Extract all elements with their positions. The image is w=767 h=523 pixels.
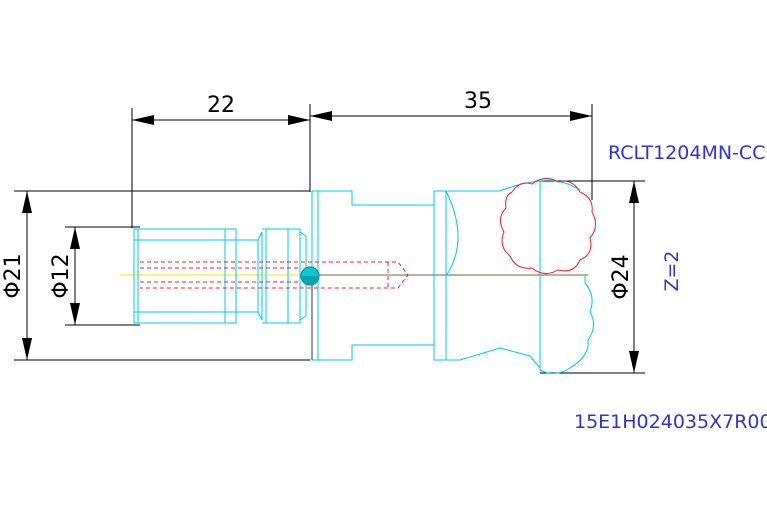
part-number-label: 15E1H024035X7R00	[574, 411, 767, 433]
dim-dia-21-label: Φ21	[1, 253, 26, 298]
dimension-dia-21: Φ21	[1, 190, 310, 361]
dim-22-label: 22	[207, 93, 235, 118]
hidden-bore	[140, 261, 409, 289]
dimension-dia-12: Φ12	[49, 226, 140, 326]
dim-dia-12-label: Φ12	[49, 253, 74, 298]
dim-35-label: 35	[464, 89, 492, 114]
dimension-35: 35	[310, 89, 593, 200]
flutes-label: Z=2	[661, 250, 683, 291]
tool-code-label: RCLT1204MN-CC1	[608, 142, 767, 164]
dimension-22: 22	[131, 93, 311, 228]
cutter-insert	[500, 178, 596, 274]
dim-dia-24-label: Φ24	[609, 254, 634, 299]
center-marker	[300, 266, 320, 286]
dimension-dia-24: Φ24	[540, 180, 645, 374]
